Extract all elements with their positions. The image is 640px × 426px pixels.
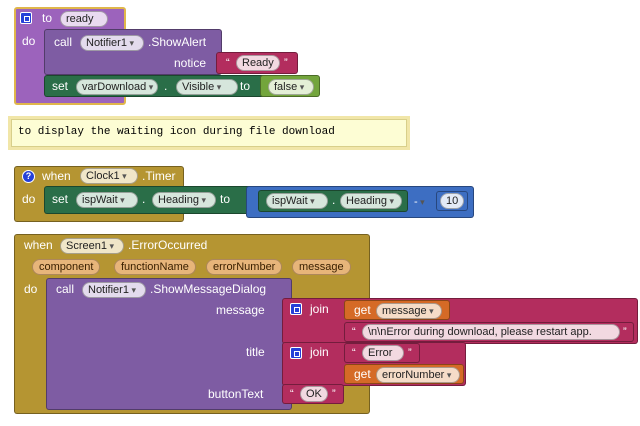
open-quote-icon: “ bbox=[290, 388, 294, 400]
when-keyword: when bbox=[42, 169, 71, 183]
set-keyword: set bbox=[52, 192, 69, 206]
when-keyword: when bbox=[24, 238, 53, 252]
get-property-dropdown[interactable]: Heading bbox=[340, 193, 402, 209]
join-gear-icon[interactable] bbox=[290, 303, 302, 315]
set-component-dropdown[interactable]: varDownload bbox=[76, 79, 158, 95]
clock-component-dropdown[interactable]: Clock1 bbox=[80, 168, 138, 184]
method-name: .ShowMessageDialog bbox=[150, 282, 267, 296]
call-keyword: call bbox=[54, 35, 73, 49]
call-showmessagedialog-block[interactable] bbox=[46, 278, 292, 410]
set-dot: . bbox=[164, 79, 168, 93]
get-message-dropdown[interactable]: message bbox=[376, 303, 442, 319]
get-keyword: get bbox=[354, 367, 371, 381]
screen-component-dropdown[interactable]: Screen1 bbox=[60, 238, 124, 254]
help-icon[interactable]: ? bbox=[22, 170, 35, 183]
operator-dropdown[interactable]: - bbox=[412, 195, 430, 211]
join-keyword: join bbox=[310, 302, 329, 316]
boolean-false-dropdown[interactable]: false bbox=[268, 79, 314, 95]
comment-bubble[interactable]: to display the waiting icon during file … bbox=[11, 119, 407, 147]
procedure-to-keyword: to bbox=[42, 11, 53, 25]
param-functionname[interactable]: functionName bbox=[114, 259, 196, 275]
component-dropdown[interactable]: Notifier1 bbox=[80, 35, 144, 51]
buttontext-arg-label: buttonText bbox=[208, 387, 264, 401]
do-keyword: do bbox=[24, 282, 38, 296]
join-gear-icon[interactable] bbox=[290, 347, 302, 359]
ok-text-field[interactable]: OK bbox=[300, 386, 328, 402]
set-dot: . bbox=[142, 192, 146, 206]
event-name: .Timer bbox=[142, 169, 176, 183]
close-quote-icon: ” bbox=[284, 57, 288, 69]
method-name: .ShowAlert bbox=[148, 35, 207, 49]
get-dot: . bbox=[332, 193, 336, 207]
call-keyword: call bbox=[56, 282, 75, 296]
mutator-gear-icon[interactable] bbox=[20, 12, 32, 24]
do-keyword: do bbox=[22, 192, 36, 206]
set-property-dropdown[interactable]: Heading bbox=[152, 192, 216, 208]
number-field[interactable]: 10 bbox=[440, 193, 464, 209]
set-property-dropdown[interactable]: Visible bbox=[176, 79, 238, 95]
event-name: .ErrorOccurred bbox=[128, 238, 208, 252]
param-component[interactable]: component bbox=[32, 259, 101, 275]
close-quote-icon: ” bbox=[408, 347, 412, 359]
get-keyword: get bbox=[354, 303, 371, 317]
text-ready-field[interactable]: Ready bbox=[236, 55, 280, 71]
to-keyword: to bbox=[220, 192, 231, 206]
message-arg-label: message bbox=[216, 303, 265, 317]
procedure-ready-block[interactable]: to ready do call Notifier1 .ShowAlert no… bbox=[14, 7, 324, 105]
close-quote-icon: ” bbox=[332, 388, 336, 400]
param-errornumber[interactable]: errorNumber bbox=[206, 259, 283, 275]
comment-text: to display the waiting icon during file … bbox=[18, 126, 335, 138]
screen-error-event-block[interactable]: when Screen1 .ErrorOccurred component fu… bbox=[14, 234, 638, 418]
set-component-dropdown[interactable]: ispWait bbox=[76, 192, 138, 208]
get-component-dropdown[interactable]: ispWait bbox=[266, 193, 328, 209]
title-arg-label: title bbox=[246, 345, 265, 359]
notice-label: notice bbox=[174, 56, 207, 70]
close-quote-icon: ” bbox=[623, 326, 627, 338]
join-keyword: join bbox=[310, 345, 329, 359]
notifier-component-dropdown[interactable]: Notifier1 bbox=[82, 282, 146, 298]
clock-timer-event-block[interactable]: ? when Clock1 .Timer do set ispWait . He… bbox=[14, 166, 474, 226]
error-text-field[interactable]: \n\nError during download, please restar… bbox=[362, 324, 620, 340]
open-quote-icon: “ bbox=[226, 57, 230, 69]
procedure-name-field[interactable]: ready bbox=[60, 11, 108, 27]
procedure-do-keyword: do bbox=[22, 34, 36, 48]
get-errornumber-dropdown[interactable]: errorNumber bbox=[376, 367, 460, 383]
set-keyword: set bbox=[52, 79, 69, 93]
title-text-field[interactable]: Error bbox=[362, 345, 404, 361]
open-quote-icon: “ bbox=[352, 347, 356, 359]
to-keyword: to bbox=[240, 79, 251, 93]
param-message[interactable]: message bbox=[292, 259, 351, 275]
open-quote-icon: “ bbox=[352, 326, 356, 338]
